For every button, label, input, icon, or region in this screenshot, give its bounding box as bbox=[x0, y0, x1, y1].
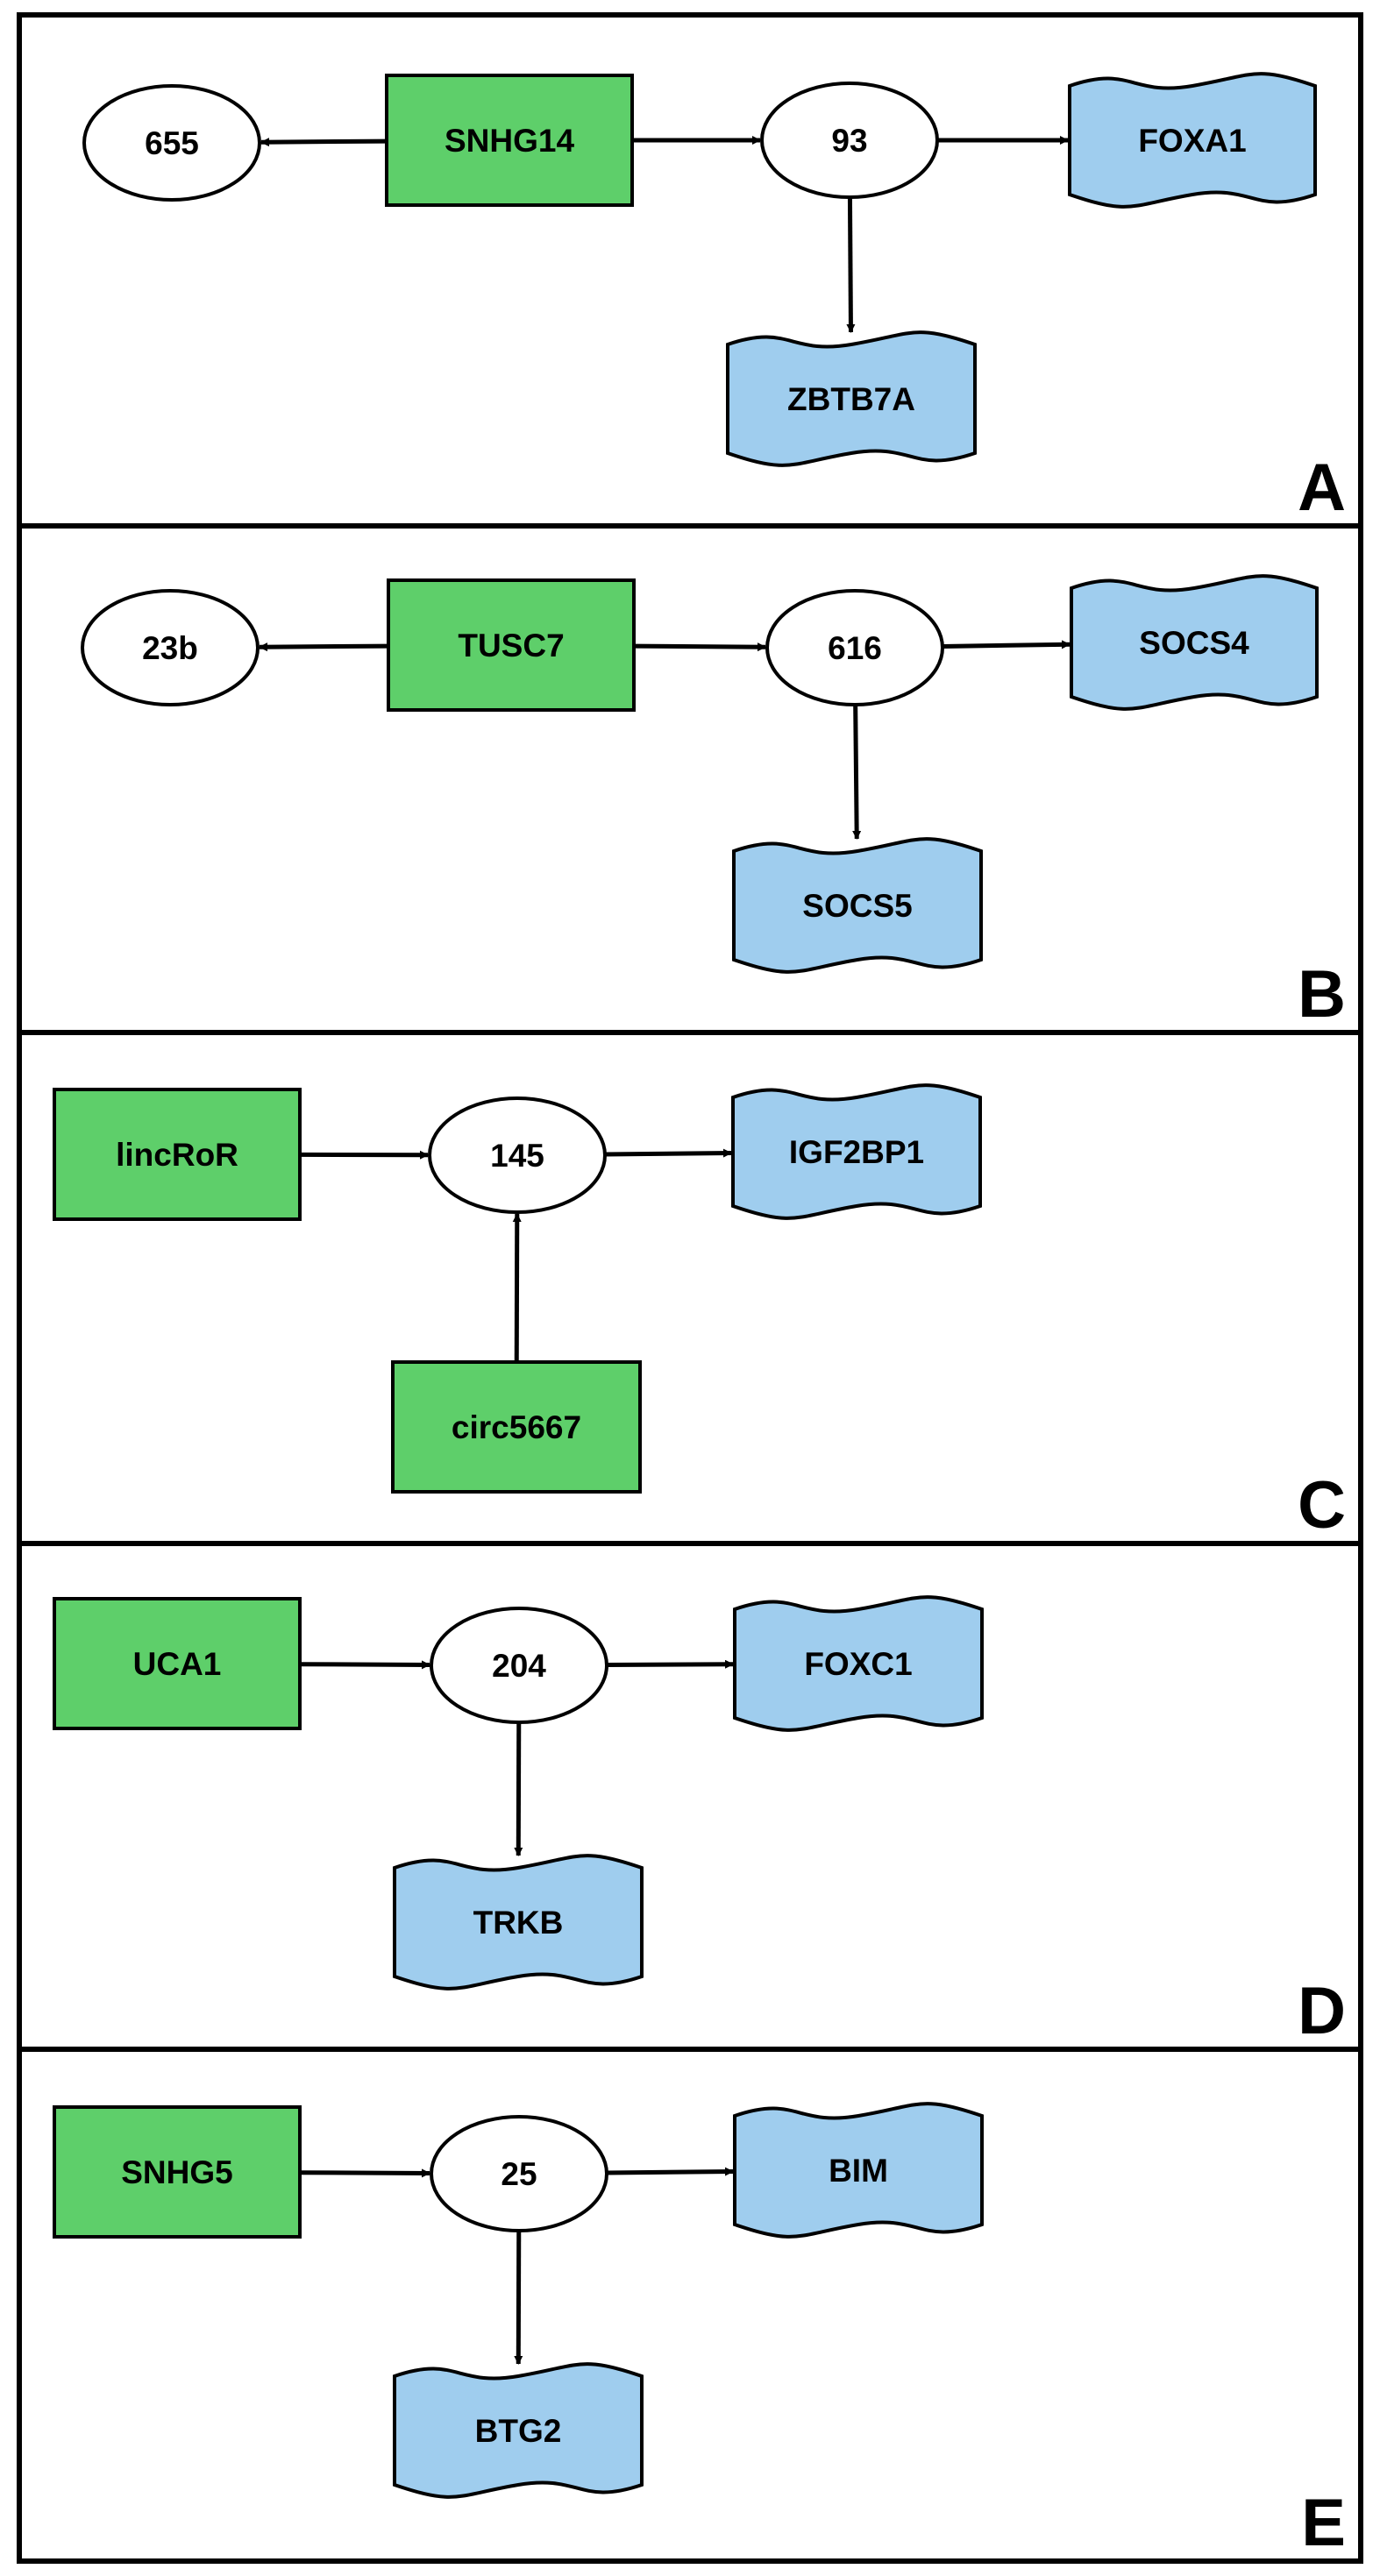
edge-mir2-to-t2 bbox=[852, 704, 862, 841]
node-label-lnc2: circ5667 bbox=[452, 1409, 581, 1445]
lncrna-box bbox=[53, 2105, 302, 2239]
edge-lnc-to-mir2 bbox=[299, 2168, 431, 2178]
panel-letter: D bbox=[1298, 1974, 1346, 2048]
edge-mir2-to-t1 bbox=[606, 1659, 734, 1669]
node-label-lnc: TUSC7 bbox=[458, 628, 564, 664]
edge-lnc2-to-mir2 bbox=[512, 1212, 522, 1363]
node-label-t2: SOCS5 bbox=[802, 888, 912, 924]
node-label-mir2: 25 bbox=[501, 2156, 537, 2192]
node-label-t2: BTG2 bbox=[475, 2413, 562, 2449]
edge-lnc-to-mir2 bbox=[299, 1660, 431, 1670]
target-gene-wave-box bbox=[733, 1595, 984, 1732]
edge-lnc-to-mir bbox=[260, 138, 388, 147]
node-label-t1: BIM bbox=[829, 2153, 888, 2189]
node-label-t1: IGF2BP1 bbox=[789, 1134, 924, 1170]
edge-mir2-to-t2 bbox=[514, 2230, 523, 2365]
node-label-mir: 23b bbox=[142, 630, 198, 666]
node-label-mir: 655 bbox=[145, 125, 199, 161]
lncrna-box bbox=[387, 578, 636, 712]
mirna-oval bbox=[430, 1607, 608, 1724]
target-gene-wave-box bbox=[733, 2102, 984, 2239]
lncrna-box bbox=[391, 1360, 642, 1494]
edge-lnc-to-mir2 bbox=[633, 642, 767, 652]
panel-letter: B bbox=[1298, 957, 1346, 1032]
mirna-oval bbox=[428, 1096, 607, 1214]
node-label-mir2: 145 bbox=[490, 1138, 544, 1174]
edge-mir2-to-t1 bbox=[606, 2167, 735, 2176]
target-gene-wave-box bbox=[726, 330, 977, 467]
edge-mir2-to-t2 bbox=[514, 1721, 523, 1856]
node-label-t1: SOCS4 bbox=[1139, 625, 1249, 661]
target-gene-wave-box bbox=[732, 837, 983, 974]
lncrna-box bbox=[385, 74, 634, 207]
mirna-oval bbox=[82, 84, 261, 202]
mirna-oval bbox=[81, 589, 260, 706]
node-label-lnc: UCA1 bbox=[133, 1646, 222, 1682]
panel-letter: C bbox=[1298, 1468, 1346, 1543]
mirna-oval bbox=[760, 82, 939, 199]
mirna-oval bbox=[765, 589, 944, 706]
panel-letter: E bbox=[1301, 2486, 1346, 2560]
edge-mir2-to-t1 bbox=[942, 640, 1071, 649]
node-label-mir2: 616 bbox=[828, 630, 882, 666]
node-label-t2: TRKB bbox=[473, 1905, 564, 1941]
target-gene-wave-box bbox=[1068, 72, 1317, 209]
node-label-mir2: 204 bbox=[492, 1648, 546, 1684]
node-label-lnc: SNHG5 bbox=[121, 2154, 232, 2190]
panel-letter: A bbox=[1298, 451, 1346, 525]
target-gene-wave-box bbox=[393, 2362, 644, 2499]
node-label-t2: ZBTB7A bbox=[787, 381, 915, 417]
node-label-lnc: lincRoR bbox=[116, 1137, 238, 1173]
target-gene-wave-box bbox=[731, 1083, 982, 1220]
node-label-t1: FOXA1 bbox=[1138, 123, 1246, 159]
target-gene-wave-box bbox=[393, 1854, 644, 1991]
outer-frame bbox=[17, 12, 1363, 2564]
lncrna-box bbox=[53, 1088, 302, 1221]
node-label-t1: FOXC1 bbox=[804, 1646, 912, 1682]
node-label-mir2: 93 bbox=[831, 123, 867, 159]
mirna-oval bbox=[430, 2115, 608, 2232]
target-gene-wave-box bbox=[1070, 574, 1319, 711]
node-label-lnc: SNHG14 bbox=[445, 123, 574, 159]
lncrna-box bbox=[53, 1597, 302, 1730]
edge-lnc-to-mir bbox=[258, 642, 389, 652]
